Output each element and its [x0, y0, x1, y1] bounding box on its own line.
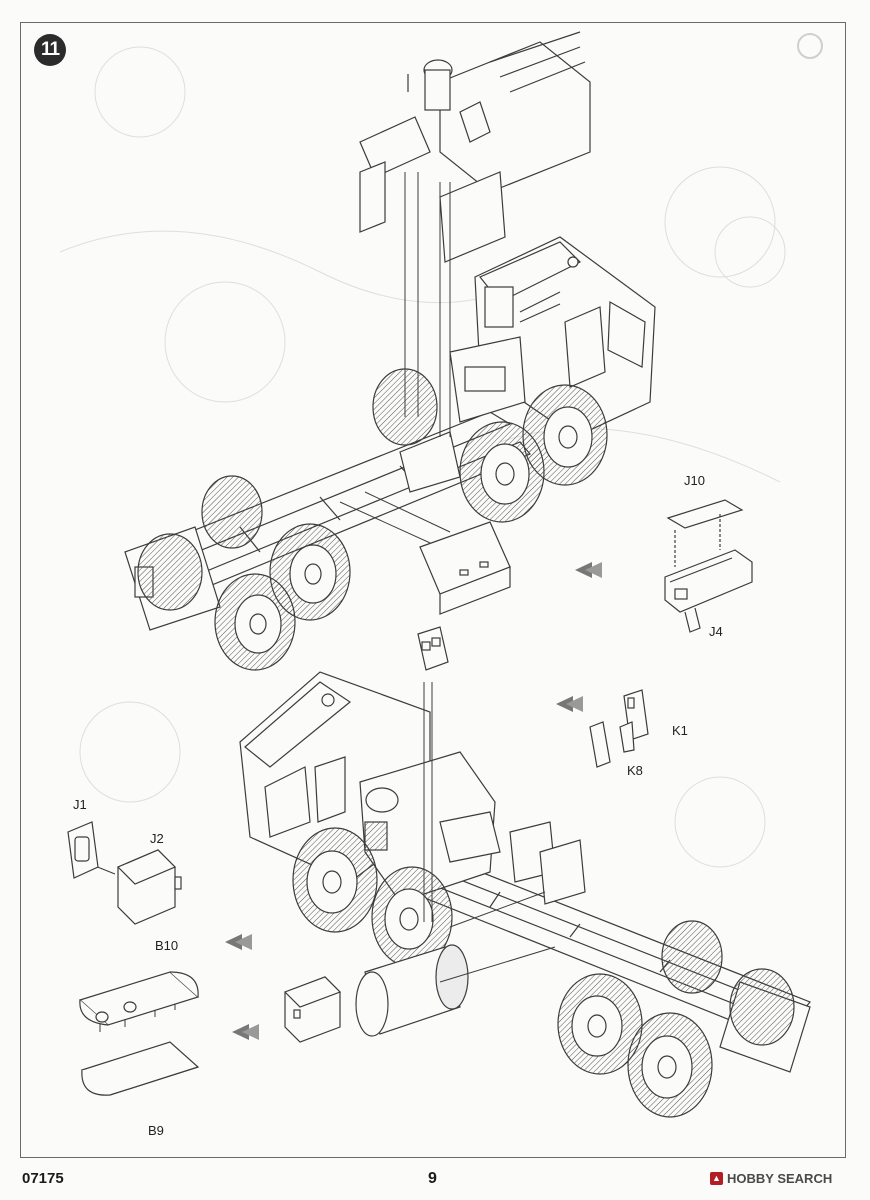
part-b10-b9: [78, 971, 200, 1096]
part-label-j10: J10: [684, 473, 705, 488]
part-j10-j4-assembly: [664, 499, 753, 633]
arrow-chevron-icon: [575, 562, 602, 578]
lower-fuel-tank: [355, 944, 469, 1037]
part-k1-k8: [589, 689, 649, 768]
watermark-text: HOBBY SEARCH: [727, 1171, 833, 1186]
part-label-b9: B9: [148, 1123, 164, 1138]
part-label-j1: J1: [73, 797, 87, 812]
lower-small-box: [283, 976, 342, 1043]
watermark: ▲ HOBBY SEARCH: [710, 1171, 832, 1186]
part-j1-j2: [67, 821, 182, 925]
page-number: 9: [428, 1170, 437, 1187]
page-frame: [20, 22, 846, 1158]
wheel-hub: [384, 888, 434, 950]
lower-bracket-part: [417, 626, 449, 671]
wheel: [201, 475, 263, 549]
wheel-hub: [571, 995, 623, 1057]
wheel-hub: [480, 443, 530, 505]
upper-step-housing: [419, 521, 511, 615]
part-label-j2: J2: [150, 831, 164, 846]
step-number-badge: 11: [34, 34, 66, 66]
upper-guide-lines: [339, 172, 451, 553]
wheel: [137, 533, 203, 611]
part-label-k8: K8: [627, 763, 643, 778]
upper-exhaust-assembly: [359, 31, 591, 263]
page-corner-mark: [797, 33, 823, 59]
wheel-hub: [306, 850, 358, 914]
part-label-j4: J4: [709, 624, 723, 639]
wheel-hub: [543, 406, 593, 468]
arrow-chevron-icon: [556, 696, 583, 712]
hobbysearch-logo-icon: ▲: [710, 1172, 723, 1185]
part-label-b10: B10: [155, 938, 179, 953]
upper-truck-wheels: [137, 368, 608, 671]
assembly-diagram: [59, 31, 823, 1118]
wheel-hub: [234, 594, 282, 654]
wheel-hub: [289, 544, 337, 604]
wheel: [729, 968, 795, 1046]
part-label-k1: K1: [672, 723, 688, 738]
arrow-chevron-icon: [232, 1024, 259, 1040]
wheel-hub: [641, 1035, 693, 1099]
upper-truck-chassis: [124, 236, 656, 631]
wheel: [661, 920, 723, 994]
product-code: 07175: [22, 1170, 64, 1187]
arrow-chevron-icon: [225, 934, 252, 950]
